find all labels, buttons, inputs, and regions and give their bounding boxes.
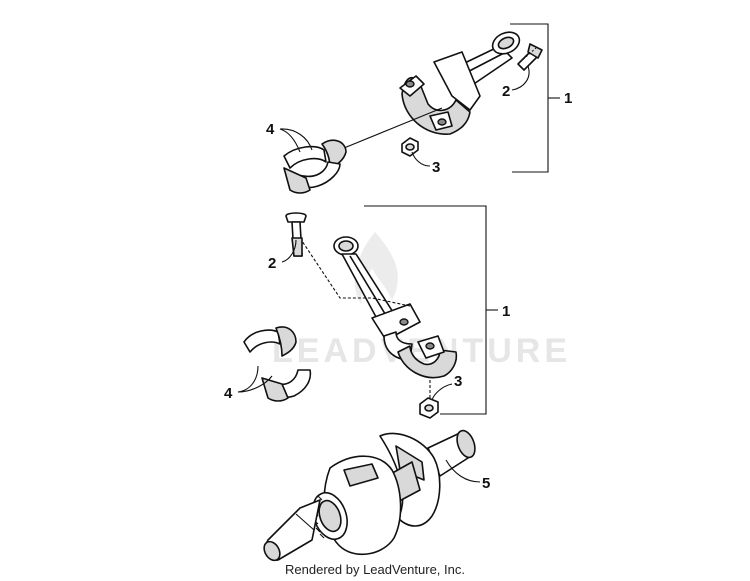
upper-connecting-rod-assembly[interactable] [343,28,523,149]
lower-connecting-rod-assembly[interactable] [299,236,458,404]
callout-upper-bearing: 4 [266,121,275,138]
lower-callouts: 2 4 3 1 [224,205,510,415]
callout-upper-nut: 3 [432,159,440,176]
callout-lower-rod-assembly: 1 [502,303,510,320]
callout-lower-bolt: 2 [268,255,276,272]
upper-rod-bearing[interactable] [283,139,347,194]
upper-connecting-rod-bolt[interactable] [517,43,543,71]
upper-connecting-rod-nut[interactable] [401,137,419,157]
crankshaft[interactable] [261,428,478,563]
callout-lower-bearing: 4 [224,385,233,402]
lower-connecting-rod-nut[interactable] [419,397,439,419]
render-credit: Rendered by LeadVenture, Inc. [285,562,465,577]
upper-callouts: 4 3 2 1 [266,23,572,176]
callout-upper-bolt: 2 [502,83,510,100]
lower-rod-bearing[interactable] [243,326,312,402]
lower-connecting-rod-bolt[interactable] [285,212,307,257]
callout-crankshaft: 5 [482,475,490,492]
callout-upper-rod-assembly: 1 [564,90,572,107]
crankshaft-callouts: 5 [445,459,490,492]
callout-lower-nut: 3 [454,373,462,390]
